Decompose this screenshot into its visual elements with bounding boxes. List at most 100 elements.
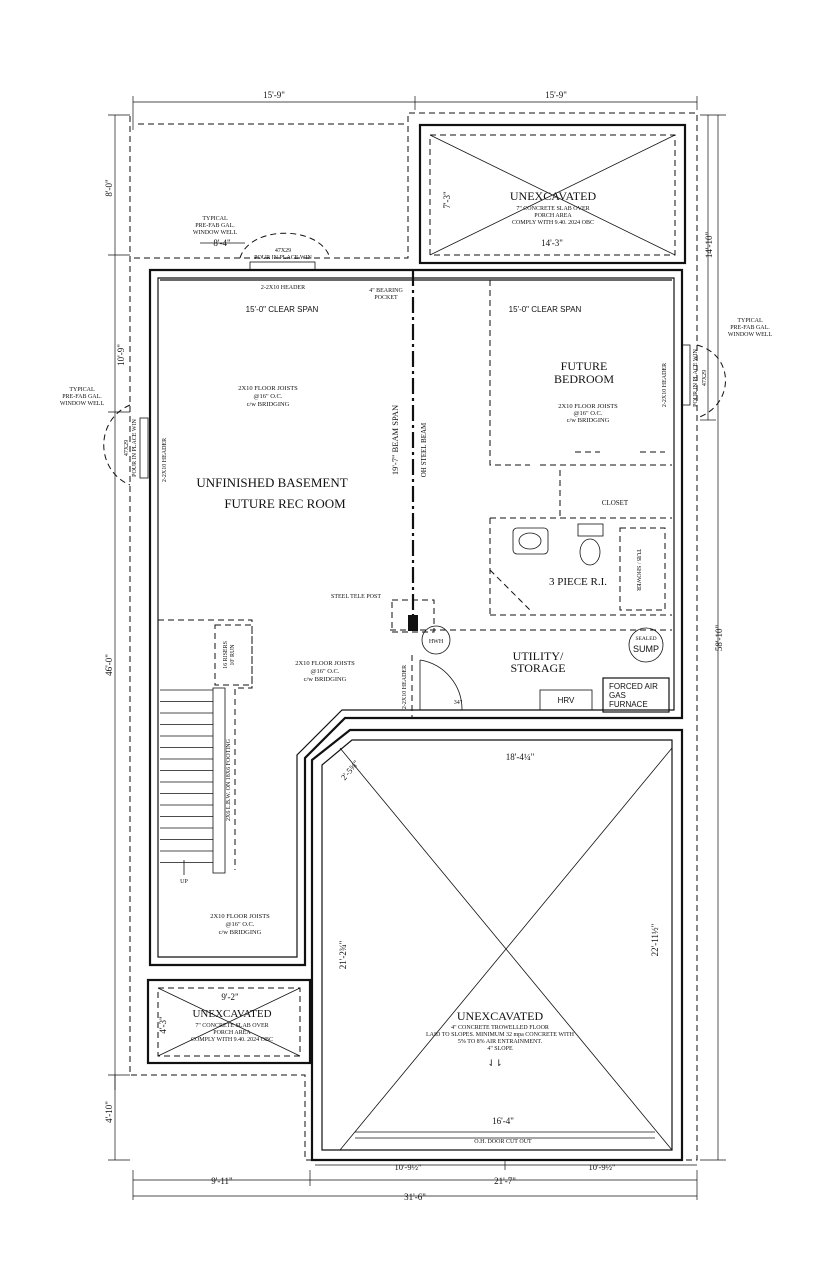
joist-a-3: c/w BRIDGING bbox=[247, 401, 290, 408]
unexcavated-garage-line1: 4" CONCRETE TROWELLED FLOOR bbox=[451, 1025, 549, 1031]
note-header-right: 2-2X10 HEADER bbox=[662, 363, 668, 407]
room-bedroom-line1: FUTURE bbox=[561, 359, 608, 373]
room-bath: 3 PIECE R.I. bbox=[549, 576, 607, 588]
annotation-notes: TYPICAL PRE-FAB GAL. WINDOW WELL TYPICAL… bbox=[60, 216, 773, 1145]
note-win-size-top: 47X29 bbox=[275, 248, 291, 254]
unexcavated-porch-title: UNEXCAVATED bbox=[192, 1008, 271, 1020]
room-labels: UNFINISHED BASEMENT FUTURE REC ROOM FUTU… bbox=[196, 359, 641, 675]
dim-garage-bottom-right: 10'-9½" bbox=[589, 1162, 616, 1172]
dim-clear-span-right: 15'-0" CLEAR SPAN bbox=[509, 305, 582, 314]
interior-partitions bbox=[158, 270, 672, 874]
dim-garage-depth-right: 22'-11½" bbox=[650, 923, 660, 956]
joist-a-2: @16" O.C. bbox=[253, 393, 282, 400]
foundation-walls bbox=[146, 123, 687, 1162]
note-ww-right-3: WINDOW WELL bbox=[728, 332, 773, 338]
dim-beam-span: 19'-7" BEAM SPAN bbox=[390, 405, 400, 475]
note-pour-left: POUR IN PLACE WIN bbox=[132, 418, 138, 476]
joist-b-2: @16" O.C. bbox=[573, 410, 602, 417]
room-utility-line2: STORAGE bbox=[510, 661, 565, 675]
note-bearing-2: POCKET bbox=[374, 295, 398, 301]
note-win-size-left: 47X29 bbox=[124, 440, 130, 456]
dim-clear-span-left: 15'-0" CLEAR SPAN bbox=[246, 305, 319, 314]
dim-left-main: 46'-0" bbox=[104, 654, 114, 676]
unexcavated-labels: UNEXCAVATED 7" CONCRETE SLAB OVER PORCH … bbox=[191, 189, 596, 1068]
dim-garage-depth-left: 21'-2¾" bbox=[338, 940, 348, 969]
joist-d-3: c/w BRIDGING bbox=[219, 929, 262, 936]
dim-garage-door: 16'-4" bbox=[492, 1116, 514, 1126]
unexcavated-garage-line3: 5% TO 8% AIR ENTRAINMENT. bbox=[458, 1039, 543, 1045]
footing-outline bbox=[129, 112, 698, 1161]
note-furnace-1: FORCED AIR bbox=[609, 682, 658, 691]
room-utility-line1: UTILITY/ bbox=[513, 649, 564, 663]
note-risers-1: 16 RISERS bbox=[223, 641, 229, 669]
joist-c-3: c/w BRIDGING bbox=[304, 676, 347, 683]
joist-d-1: 2X10 FLOOR JOISTS bbox=[210, 913, 270, 920]
unexcavated-porch-line3: COMPLY WITH 9.40. 2024 OBC bbox=[191, 1037, 273, 1043]
note-furnace-3: FURNACE bbox=[609, 700, 648, 709]
dim-window-well: 8'-4" bbox=[213, 238, 231, 248]
note-ww-left-2: PRE-FAB GAL. bbox=[62, 394, 102, 400]
dim-bottom-mid: 21'-7" bbox=[494, 1176, 516, 1186]
joist-a-1: 2X10 FLOOR JOISTS bbox=[238, 385, 298, 392]
joist-labels: 2X10 FLOOR JOISTS @16" O.C. c/w BRIDGING… bbox=[210, 385, 618, 936]
dim-bottom-total: 31'-6" bbox=[404, 1192, 426, 1202]
note-win-size-right: 47X29 bbox=[702, 370, 708, 386]
room-basement-line2: FUTURE REC ROOM bbox=[224, 496, 346, 511]
note-furnace-2: GAS bbox=[609, 691, 626, 700]
note-hwh: HWH bbox=[429, 639, 444, 645]
note-ww-right-2: PRE-FAB GAL. bbox=[730, 325, 770, 331]
plumbing-fixtures bbox=[421, 523, 670, 713]
dim-left-lower: 4'-10" bbox=[104, 1101, 114, 1123]
dim-left-upper: 8'-0" bbox=[104, 179, 114, 197]
note-pour-top: POUR IN PLACE WIN bbox=[254, 255, 312, 261]
stair-treads bbox=[160, 689, 213, 875]
dim-porch-top-depth: 7'-3" bbox=[442, 191, 452, 209]
note-tele-post: STEEL TELE POST bbox=[331, 594, 381, 600]
note-header-left: 2-2X10 HEADER bbox=[162, 438, 168, 482]
dim-porch-bottom-width: 9'-2" bbox=[221, 992, 239, 1002]
dim-right-total: 58'-10" bbox=[714, 625, 724, 652]
note-ww-left-1: TYPICAL bbox=[69, 387, 95, 393]
window-wells bbox=[103, 232, 726, 486]
room-bedroom-line2: BEDROOM bbox=[554, 372, 614, 386]
note-ww-right-1: TYPICAL bbox=[737, 318, 763, 324]
note-ww-left-3: WINDOW WELL bbox=[60, 401, 105, 407]
note-ohd: O.H. DOOR CUT OUT bbox=[474, 1139, 532, 1145]
note-sump-2: SUMP bbox=[633, 644, 659, 654]
note-hrv: HRV bbox=[558, 696, 575, 705]
unexcavated-porch-line1: 7" CONCRETE SLAB OVER bbox=[195, 1023, 268, 1029]
dim-porch-top-width: 14'-3" bbox=[541, 238, 563, 248]
unexcavated-garage-title: UNEXCAVATED bbox=[457, 1009, 544, 1023]
note-door-34: 34" bbox=[454, 700, 463, 706]
unexcavated-crosses bbox=[157, 134, 676, 1151]
note-bearing-1: 4" BEARING bbox=[369, 288, 403, 294]
room-closet: CLOSET bbox=[602, 499, 629, 507]
note-ww-top-3: WINDOW WELL bbox=[193, 230, 238, 236]
dim-porch-bottom-depth: 4'-3" bbox=[158, 1016, 168, 1034]
unexcavated-garage-line2: LAID TO SLOPES. MINIMUM 32 mpa CONCRETE … bbox=[426, 1032, 575, 1038]
dim-bottom-left: 9'-11" bbox=[211, 1176, 233, 1186]
joist-b-1: 2X10 FLOOR JOISTS bbox=[558, 403, 618, 410]
note-header-utility: 2-2X10 HEADER bbox=[402, 665, 408, 709]
dimension-lines bbox=[108, 96, 726, 1200]
slope-arrows: ⇃⇂ bbox=[487, 1058, 502, 1068]
dim-garage-width: 18'-4¼" bbox=[506, 752, 535, 762]
note-header-top: 2-2X10 HEADER bbox=[261, 285, 305, 291]
joist-c-2: @16" O.C. bbox=[310, 668, 339, 675]
unexcavated-garage-line4: 4" SLOPE bbox=[487, 1046, 513, 1052]
joist-c-1: 2X10 FLOOR JOISTS bbox=[295, 660, 355, 667]
unexcavated-porch-line2: PORCH AREA bbox=[213, 1030, 251, 1036]
dim-left-mid: 10'-9" bbox=[116, 344, 126, 366]
note-ww-top-1: TYPICAL bbox=[202, 216, 228, 222]
note-ww-top-2: PRE-FAB GAL. bbox=[195, 223, 235, 229]
note-up: UP bbox=[180, 879, 188, 885]
note-sump-1: SEALED bbox=[635, 636, 656, 642]
unexcavated-top-line3: COMPLY WITH 9.40. 2024 OBC bbox=[512, 220, 594, 226]
room-tub: TUB / SHOWER bbox=[635, 549, 641, 591]
unexcavated-top-line1: 7" CONCRETE SLAB OVER bbox=[516, 206, 589, 212]
joist-d-2: @16" O.C. bbox=[225, 921, 254, 928]
dimension-labels: 15'-9" 15'-9" 8'-0" 8'-4" 10'-9" 46'-0" … bbox=[104, 90, 724, 1202]
unexcavated-top-title: UNEXCAVATED bbox=[510, 189, 597, 203]
note-risers-2: 10' RUN bbox=[230, 644, 236, 666]
